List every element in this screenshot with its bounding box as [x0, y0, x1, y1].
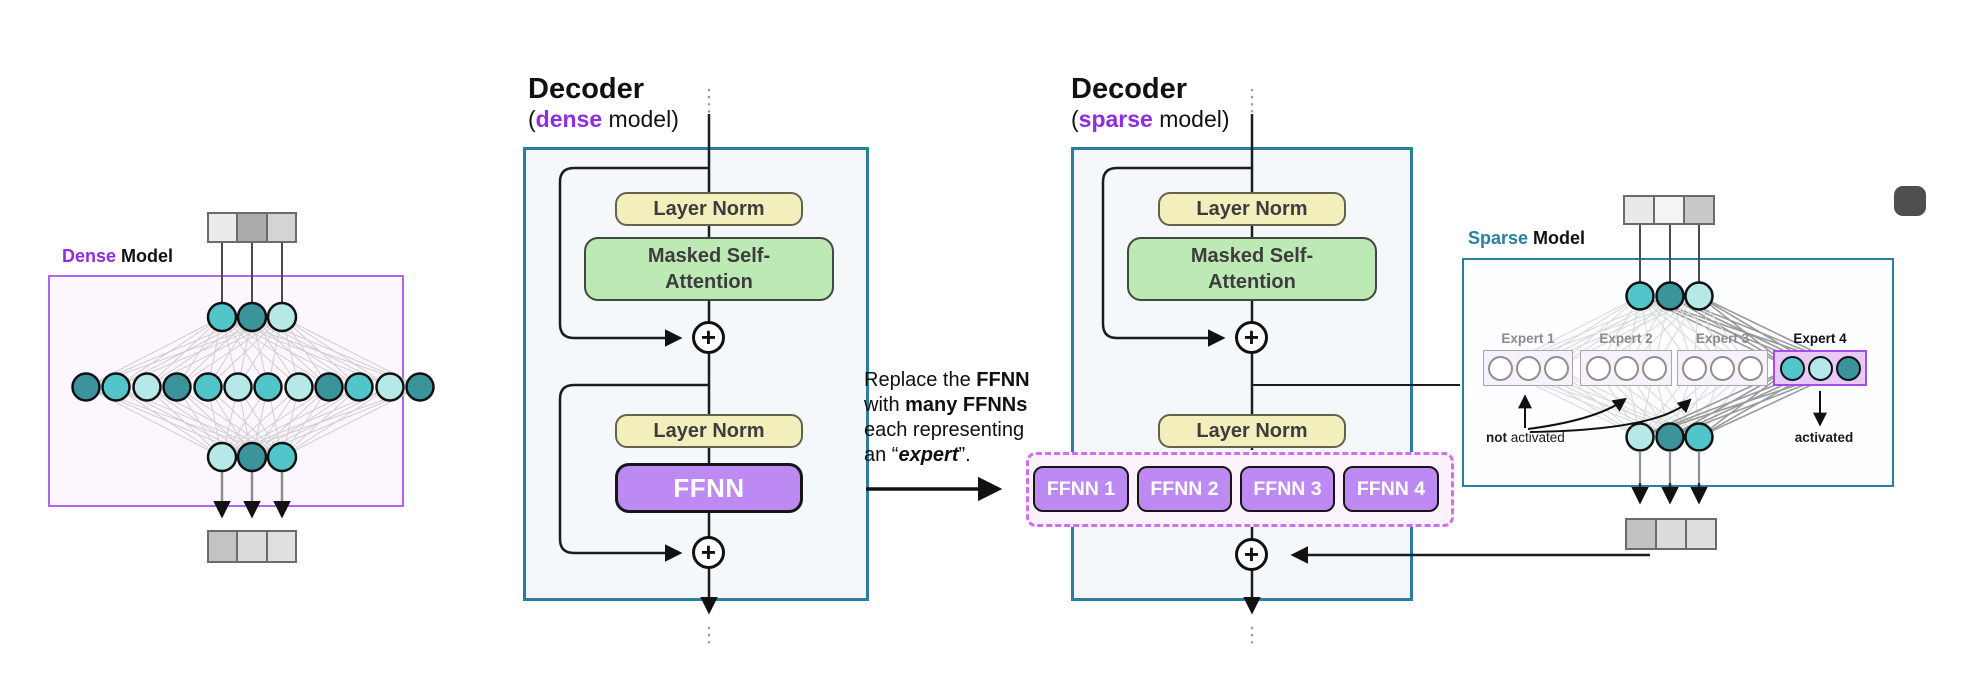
- inactive-expert-node: [1710, 355, 1735, 381]
- note-text: Replace the: [864, 369, 977, 391]
- sparse-output-token-box: [1625, 518, 1717, 550]
- inactive-expert-node: [1515, 355, 1541, 381]
- attention-line2: Attention: [665, 271, 753, 293]
- attention-line2: Attention: [1208, 271, 1296, 293]
- note-text: each representing: [864, 419, 1025, 441]
- sparse-decoder-title: Decoder (sparse model): [1071, 73, 1230, 132]
- dense-decoder-title: Decoder (dense model): [528, 73, 679, 132]
- inactive-expert-node: [1641, 355, 1667, 381]
- subtitle-rest: model): [1152, 106, 1230, 132]
- dense-layer-norm-bottom: Layer Norm: [615, 414, 803, 448]
- note-text: an “: [864, 444, 899, 466]
- sparse-model-label-accent: Sparse: [1468, 228, 1529, 248]
- dense-decoder-subtitle: (dense model): [528, 106, 679, 132]
- dense-layer-norm-top: Layer Norm: [615, 192, 803, 226]
- token-cell: [265, 214, 295, 241]
- dense-model-label-rest: Model: [116, 246, 174, 266]
- token-cell: [265, 532, 295, 561]
- sparse-layer-norm-bottom: Layer Norm: [1158, 414, 1346, 448]
- inactive-expert-node: [1585, 355, 1611, 381]
- sparse-input-token-box: [1623, 195, 1715, 225]
- inactive-expert-node: [1682, 355, 1707, 381]
- sparse-layer-norm-top: Layer Norm: [1158, 192, 1346, 226]
- dense-masked-self-attention: Masked Self- Attention: [584, 237, 834, 301]
- token-cell: [1655, 520, 1685, 548]
- active-expert-node: [1807, 355, 1833, 381]
- ffnn-expert-2: FFNN 2: [1137, 466, 1232, 512]
- inactive-expert-node: [1613, 355, 1639, 381]
- add-icon: [692, 321, 725, 354]
- add-icon: [1235, 538, 1268, 571]
- note-line-2: with many FFNNs: [864, 393, 1030, 418]
- active-expert-node: [1835, 355, 1861, 381]
- add-icon: [692, 536, 725, 569]
- ffnn-expert-3: FFNN 3: [1240, 466, 1335, 512]
- sparse-decoder-subtitle: (sparse model): [1071, 106, 1230, 132]
- note-text: with: [864, 394, 906, 416]
- token-cell: [209, 532, 237, 561]
- note-text: ”.: [958, 444, 971, 466]
- expert-1-label: Expert 1: [1501, 331, 1555, 346]
- attention-line1: Masked Self-: [1190, 245, 1314, 267]
- subtitle-accent: dense: [535, 106, 603, 132]
- dense-model-box: [48, 275, 404, 507]
- not-activated-rest: activated: [1507, 430, 1565, 445]
- dense-output-token-box: [207, 530, 297, 563]
- subtitle-accent: sparse: [1078, 106, 1153, 132]
- token-cell: [1627, 520, 1655, 548]
- activated-label: activated: [1794, 430, 1854, 445]
- expert-2-box: [1580, 350, 1672, 386]
- token-cell: [1685, 520, 1715, 548]
- subtitle-rest: model): [602, 106, 679, 132]
- expert-2-label: Expert 2: [1599, 331, 1653, 346]
- token-cell: [209, 214, 237, 241]
- expert-4-label: Expert 4: [1793, 331, 1847, 346]
- expert-3-box: [1677, 350, 1768, 386]
- dense-model-label: Dense Model: [62, 246, 173, 267]
- sparse-model-label: Sparse Model: [1468, 228, 1585, 249]
- inactive-expert-node: [1738, 355, 1763, 381]
- not-activated-label: not activated: [1486, 430, 1565, 445]
- token-cell: [236, 532, 266, 561]
- note-bold: FFNN: [976, 369, 1030, 391]
- inactive-expert-node: [1487, 355, 1513, 381]
- add-icon: [1235, 321, 1268, 354]
- ffnn-expert-1: FFNN 1: [1033, 466, 1129, 512]
- sparse-decoder-title-text: Decoder: [1071, 73, 1188, 105]
- sparse-model-label-rest: Model: [1528, 228, 1586, 248]
- expert-3-label: Expert 3: [1695, 331, 1750, 346]
- dense-ffnn-block: FFNN: [615, 463, 803, 513]
- active-expert-node: [1779, 355, 1805, 381]
- dense-input-token-box: [207, 212, 297, 243]
- note-line-4: an “expert”.: [864, 443, 1030, 468]
- token-cell: [1683, 197, 1713, 223]
- expert-1-box: [1483, 350, 1573, 386]
- inactive-expert-node: [1543, 355, 1569, 381]
- dense-model-label-accent: Dense: [62, 246, 117, 266]
- not-activated-bold: not: [1486, 430, 1507, 445]
- subtitle-open: (: [528, 106, 536, 132]
- sparse-masked-self-attention: Masked Self- Attention: [1127, 237, 1377, 301]
- note-line-3: each representing: [864, 418, 1030, 443]
- token-cell: [1625, 197, 1653, 223]
- transform-note: Replace the FFNN with many FFNNs each re…: [864, 368, 1030, 468]
- note-line-1: Replace the FFNN: [864, 368, 1030, 393]
- note-bold: many FFNNs: [905, 394, 1028, 416]
- attention-line1: Masked Self-: [647, 245, 771, 267]
- token-cell: [1653, 197, 1683, 223]
- dense-decoder-title-text: Decoder: [528, 73, 645, 105]
- note-bold-italic: expert: [898, 444, 959, 466]
- clipped-artifact: [1894, 186, 1926, 216]
- expert-4-box: [1773, 350, 1867, 386]
- subtitle-open: (: [1071, 106, 1079, 132]
- ffnn-expert-4: FFNN 4: [1343, 466, 1439, 512]
- token-cell: [236, 214, 266, 241]
